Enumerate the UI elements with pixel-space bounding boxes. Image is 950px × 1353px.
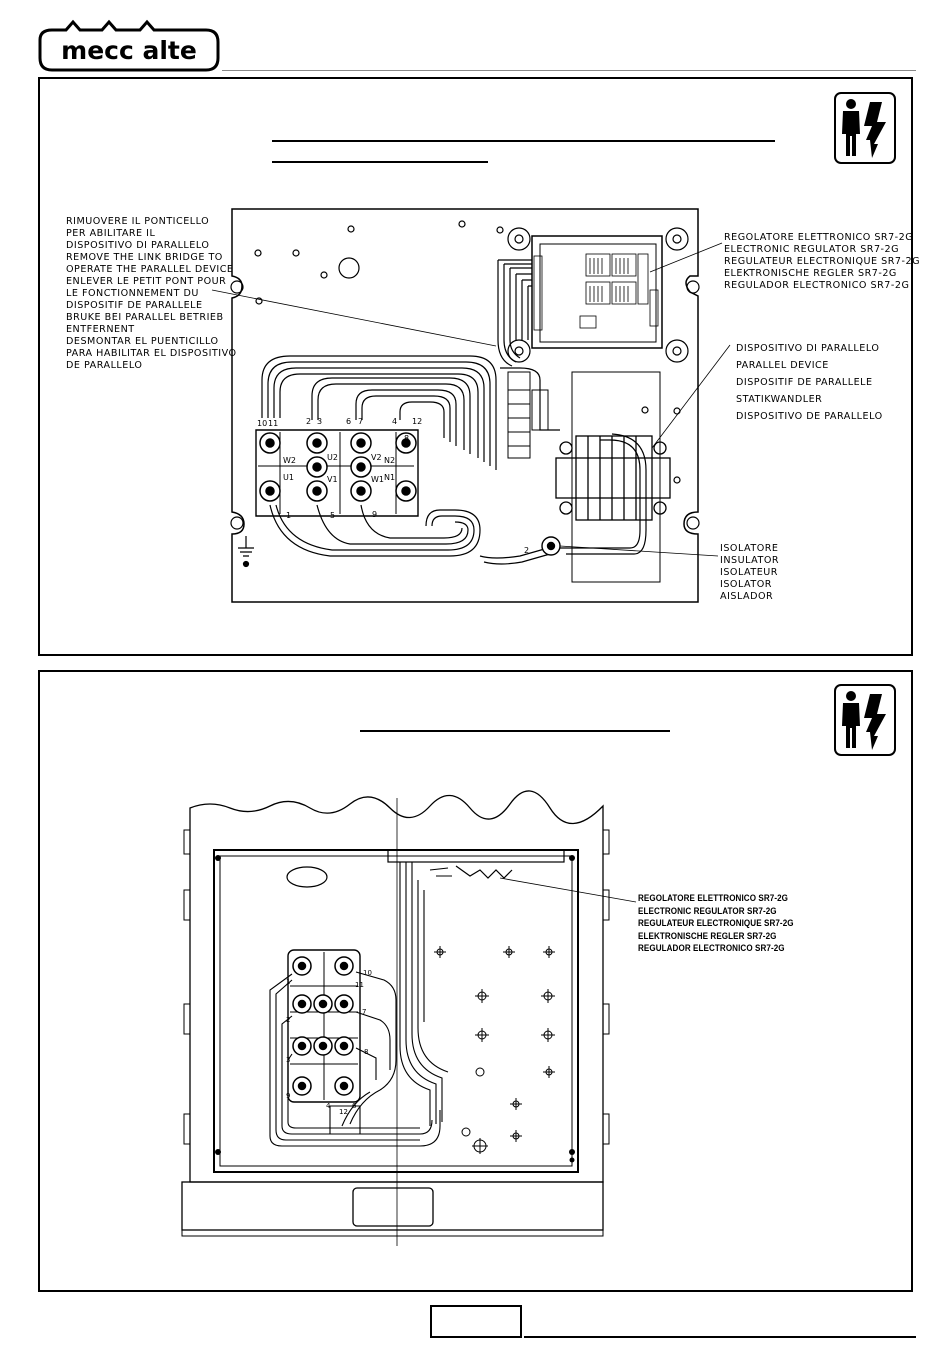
title-underline-2 — [272, 161, 488, 163]
remove-bridge-line: DESMONTAR EL PUENTICILLO — [66, 336, 219, 347]
insulator-label: ISOLATORE INSULATOR ISOLATEUR ISOLATOR A… — [720, 543, 779, 603]
parallel-device-label: DISPOSITIVO DI PARALLELO PARALLEL DEVICE… — [736, 340, 883, 425]
regulator-line: REGOLATORE ELETTRONICO SR7-2G — [638, 892, 789, 903]
remove-bridge-line: ENLEVER LE PETIT PONT POUR — [66, 276, 227, 287]
remove-bridge-label: RIMUOVERE IL PONTICELLO PER ABILITARE IL… — [66, 216, 237, 372]
remove-bridge-line: DISPOSITIF DE PARALLELE — [66, 300, 203, 311]
logo-text: mecc alte — [61, 36, 197, 65]
bottom-title-underline — [360, 730, 670, 732]
insulator-line: AISLADOR — [720, 591, 774, 602]
page-number-box — [430, 1305, 522, 1338]
title-underline-1 — [272, 140, 775, 142]
remove-bridge-line: BRUKE BEI PARALLEL BETRIEB — [66, 312, 224, 323]
remove-bridge-line: DISPOSITIVO DI PARALLELO — [66, 240, 210, 251]
regulator-line: REGULATEUR ELECTRONIQUE SR7-2G — [638, 917, 794, 929]
parallel-device-line: PARALLEL DEVICE — [736, 360, 829, 371]
regulator-label-top: REGOLATORE ELETTRONICO SR7-2G ELECTRONIC… — [724, 232, 920, 292]
regulator-line: REGULATEUR ELECTRONIQUE SR7-2G — [724, 256, 921, 267]
insulator-line: ISOLATEUR — [720, 567, 778, 578]
header-rule — [222, 70, 916, 71]
remove-bridge-line: PER ABILITARE IL — [66, 228, 156, 239]
regulator-line: ELECTRONIC REGULATOR SR7-2G — [724, 244, 900, 255]
bottom-diagram-panel — [38, 670, 913, 1292]
regulator-label-bottom: REGOLATORE ELETTRONICO SR7-2G ELECTRONIC… — [638, 892, 794, 955]
regulator-line: ELEKTRONISCHE REGLER SR7-2G — [724, 268, 897, 279]
parallel-device-line: DISPOSITIVO DI PARALLELO — [736, 343, 880, 354]
regulator-line: ELEKTRONISCHE REGLER SR7-2G — [638, 929, 777, 941]
regulator-line: ELECTRONIC REGULATOR SR7-2G — [638, 904, 777, 916]
remove-bridge-line: REMOVE THE LINK BRIDGE TO — [66, 252, 223, 263]
insulator-line: ISOLATOR — [720, 579, 772, 590]
electrical-hazard-icon — [834, 684, 896, 756]
mecc-alte-logo: mecc alte — [38, 19, 220, 72]
regulator-line: REGOLATORE ELETTRONICO SR7-2G — [724, 232, 914, 243]
parallel-device-line: STATIKWANDLER — [736, 394, 823, 405]
remove-bridge-line: PARA HABILITAR EL DISPOSITIVO — [66, 348, 237, 359]
regulator-line: REGULADOR ELECTRONICO SR7-2G — [638, 942, 785, 954]
insulator-line: INSULATOR — [720, 555, 780, 566]
regulator-line: REGULADOR ELECTRONICO SR7-2G — [724, 280, 910, 291]
insulator-line: ISOLATORE — [720, 543, 779, 554]
remove-bridge-line: LE FONCTIONNEMENT DU — [66, 288, 199, 299]
footer-rule — [524, 1336, 916, 1338]
parallel-device-line: DISPOSITIF DE PARALLELE — [736, 377, 873, 388]
parallel-device-line: DISPOSITIVO DE PARALLELO — [736, 411, 883, 422]
remove-bridge-line: RIMUOVERE IL PONTICELLO — [66, 216, 210, 227]
electrical-hazard-icon — [834, 92, 896, 164]
remove-bridge-line: ENTFERNENT — [66, 324, 135, 335]
remove-bridge-line: DE PARALLELO — [66, 360, 143, 371]
remove-bridge-line: OPERATE THE PARALLEL DEVICE — [66, 264, 234, 275]
top-diagram-panel — [38, 77, 913, 656]
